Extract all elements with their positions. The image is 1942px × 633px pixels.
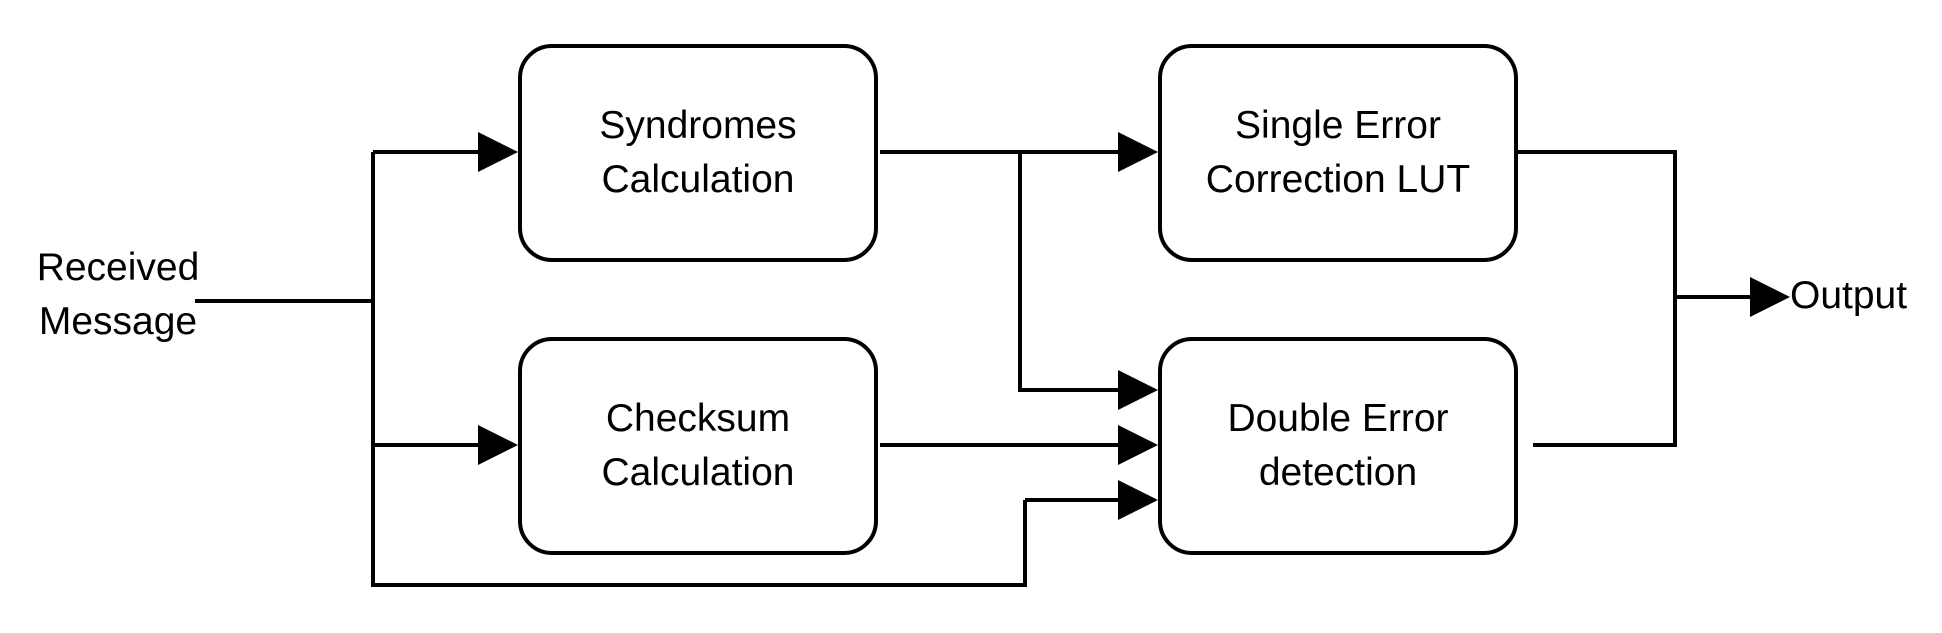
checksum-calculation-block: Checksum Calculation — [518, 337, 878, 555]
double-error-detection-block: Double Error detection — [1158, 337, 1518, 555]
double-error-detection-label: Double Error detection — [1227, 397, 1449, 494]
syndromes-calculation-label: Syndromes Calculation — [599, 104, 797, 201]
checksum-calculation-label: Checksum Calculation — [601, 397, 795, 494]
single-error-correction-block: Single Error Correction LUT — [1158, 44, 1518, 262]
syndromes-calculation-block: Syndromes Calculation — [518, 44, 878, 262]
input-label: Received Message — [36, 246, 200, 343]
output-label: Output — [1790, 274, 1908, 317]
input-bus — [371, 152, 1027, 587]
arrow-syndromes-to-double-error — [1018, 152, 1158, 410]
line-single-error-out — [1518, 150, 1677, 447]
single-error-correction-label: Single Error Correction LUT — [1205, 104, 1471, 201]
